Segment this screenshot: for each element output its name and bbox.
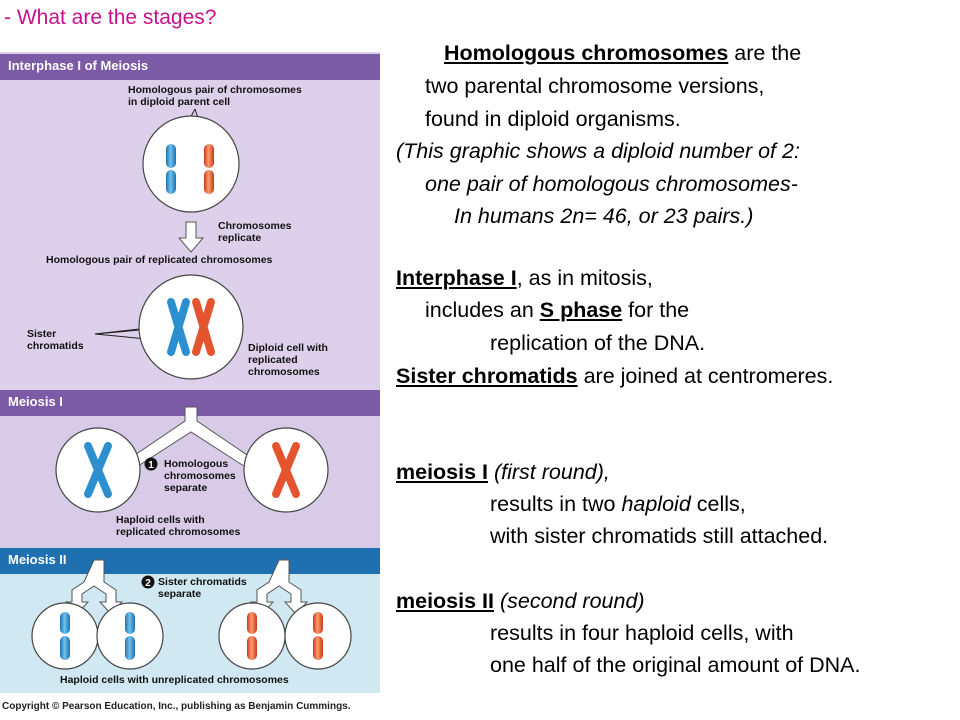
p1-line6: In humans 2n= 46, or 23 pairs.) xyxy=(454,204,754,228)
p3-line3: with sister chromatids still attached. xyxy=(490,524,829,548)
label-sister-separate: Sister chromatids separate xyxy=(158,576,247,600)
meiosis2-header: Meiosis II xyxy=(0,548,380,574)
p1-line1-rest: are the xyxy=(728,41,802,65)
replicated-chromosomes xyxy=(84,298,300,498)
meiosis2-title: Meiosis II xyxy=(8,552,67,567)
p1-line2: two parental chromosome versions, xyxy=(425,74,765,98)
p4-line3: one half of the original amount of DNA. xyxy=(490,653,861,677)
p1-line1: Homologous chromosomes are the xyxy=(444,40,801,66)
label-homologous-pair-diploid: Homologous pair of chromosomes in diploi… xyxy=(128,84,302,108)
label-sister-chromatids: Sister chromatids xyxy=(27,328,84,352)
meiosis-figure: Interphase I of Meiosis Meiosis I Meiosi… xyxy=(0,52,380,720)
p3-line1-rest: (first round), xyxy=(488,460,610,484)
p4-line1-rest: (second round) xyxy=(494,589,645,613)
p2-line3: replication of the DNA. xyxy=(490,331,706,355)
label-haploid-unreplicated: Haploid cells with unreplicated chromoso… xyxy=(60,674,289,686)
p2-line4: Sister chromatids are joined at centrome… xyxy=(396,363,833,389)
p2-line2-pre: includes an xyxy=(425,298,540,322)
meiosis1-title: Meiosis I xyxy=(8,394,63,409)
step2-number: 2 xyxy=(145,578,151,589)
step-badges: 1 2 xyxy=(141,457,158,589)
term-homologous-chromosomes: Homologous chromosomes xyxy=(444,41,729,65)
p2-line2-rest: for the xyxy=(622,298,690,322)
label-diploid-cell-replicated: Diploid cell with replicated chromosomes xyxy=(248,342,328,378)
label-homologous-pair-replicated: Homologous pair of replicated chromosome… xyxy=(46,254,273,266)
label-haploid-replicated: Haploid cells with replicated chromosome… xyxy=(116,514,241,538)
p1-line4: (This graphic shows a diploid number of … xyxy=(396,139,800,163)
p4-line2: results in four haploid cells, with xyxy=(490,621,794,645)
copyright-credit: Copyright © Pearson Education, Inc., pub… xyxy=(2,701,351,712)
p1-line5: one pair of homologous chromosomes- xyxy=(425,172,798,196)
term-s-phase: S phase xyxy=(539,298,623,322)
p2-line1-rest: , as in mitosis, xyxy=(516,266,653,290)
p2-line4-rest: are joined at centromeres. xyxy=(577,364,834,388)
step1-number: 1 xyxy=(148,460,154,471)
interphase-header: Interphase I of Meiosis xyxy=(0,54,380,80)
p3-line2-rest: cells, xyxy=(690,492,746,516)
p4-line1: meiosis II (second round) xyxy=(396,588,645,614)
meiosis-diagram: 1 2 xyxy=(31,108,352,670)
p1-line3: found in diploid organisms. xyxy=(425,107,681,131)
term-meiosis-i: meiosis I xyxy=(396,460,489,484)
label-chromosomes-replicate: Chromosomes replicate xyxy=(218,220,292,244)
label-homologous-separate: Homologous chromosomes separate xyxy=(164,458,236,494)
interphase-title: Interphase I of Meiosis xyxy=(8,58,149,73)
flow-arrows xyxy=(64,221,309,615)
p2-line1: Interphase I, as in mitosis, xyxy=(396,265,653,291)
term-haploid: haploid xyxy=(621,492,691,516)
p3-line2: results in two haploid cells, xyxy=(490,491,746,517)
term-sister-chromatids: Sister chromatids xyxy=(396,364,578,388)
term-interphase-i: Interphase I xyxy=(396,266,517,290)
question-heading: - What are the stages? xyxy=(4,6,217,29)
p2-line2: includes an S phase for the xyxy=(425,297,689,323)
parent-chromosomes xyxy=(166,144,214,194)
p3-line1: meiosis I (first round), xyxy=(396,459,610,485)
term-meiosis-ii: meiosis II xyxy=(396,589,494,613)
p3-line2-pre: results in two xyxy=(490,492,622,516)
haploid-chromosomes xyxy=(60,612,323,660)
